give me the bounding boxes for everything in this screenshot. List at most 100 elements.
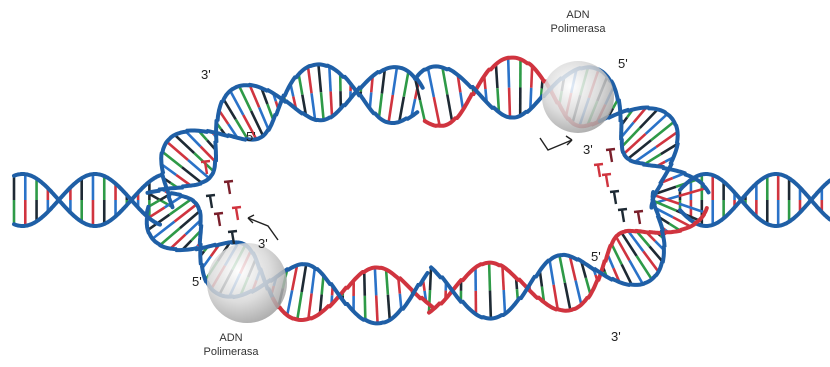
- label-top-left-3prime: 3': [201, 68, 211, 82]
- bottom-right-duplex-base-pair: [550, 260, 554, 284]
- synthesis-direction-arrow-top: [540, 136, 572, 150]
- top-left-duplex-base-pair: [318, 64, 321, 92]
- label-top-left-5prime: 5': [246, 130, 256, 144]
- bottom-left-duplex-base-pair: [388, 295, 390, 320]
- free-nucleotide: [218, 214, 220, 226]
- top-right-duplex-base-pair: [428, 68, 434, 97]
- top-left-duplex-base-pair: [239, 86, 251, 111]
- bottom-left-duplex-base-pair: [365, 296, 366, 320]
- free-nucleotide: [598, 165, 600, 177]
- label-top-right-5prime: 5': [618, 57, 628, 71]
- top-left-duplex-base-pair: [312, 93, 316, 119]
- polymerase-bottom-label-line2: Polimerasa: [186, 345, 276, 359]
- free-nucleotide: [610, 150, 612, 162]
- free-nucleotide: [224, 181, 233, 182]
- free-nucleotide: [232, 207, 241, 208]
- bottom-right-duplex-base-pair: [554, 285, 558, 309]
- free-nucleotide: [614, 192, 616, 204]
- top-right-duplex-base-pair: [509, 88, 510, 118]
- bottom-left-duplex-base-pair: [170, 234, 185, 248]
- label-bottom-right-5prime: 5': [591, 250, 601, 264]
- top-left-duplex-base-pair: [299, 74, 303, 94]
- bottom-right-duplex-strand: [431, 192, 665, 319]
- bottom-left-duplex-base-pair: [376, 295, 377, 323]
- dna-polymerase-bottom: [207, 243, 287, 323]
- bottom-right-duplex-base-pair: [502, 266, 503, 290]
- bottom-right-duplex-base-pair: [490, 291, 491, 319]
- top-right-duplex-base-pair: [624, 134, 646, 154]
- top-left-duplex-base-pair: [224, 99, 236, 119]
- top-left-duplex-base-pair: [393, 67, 397, 95]
- free-nucleotide: [228, 231, 237, 232]
- bottom-left-duplex-base-pair: [297, 292, 301, 320]
- bottom-left-duplex-base-pair: [364, 272, 365, 296]
- polymerase-top-label-line1: ADN: [545, 8, 611, 22]
- free-nucleotide: [622, 210, 624, 222]
- top-left-duplex-base-pair: [389, 95, 393, 123]
- bottom-right-duplex-base-pair: [429, 290, 430, 313]
- free-nucleotide: [206, 195, 215, 196]
- top-right-duplex-base-pair: [442, 67, 447, 94]
- top-left-duplex-base-pair: [321, 92, 324, 120]
- free-nucleotide: [606, 149, 615, 150]
- dna-polymerase-top: [542, 61, 614, 133]
- top-left-duplex-base-pair: [201, 147, 216, 162]
- bottom-left-duplex-base-pair: [175, 204, 197, 221]
- polymerase-top-label-line2: Polimerasa: [545, 22, 611, 36]
- polymerase-top-label: ADN Polimerasa: [545, 8, 611, 36]
- free-nucleotide: [634, 211, 643, 212]
- free-nucleotide: [618, 209, 627, 210]
- free-nucleotide: [594, 164, 603, 165]
- bottom-left-duplex-base-pair: [308, 293, 311, 318]
- polymerase-bottom-label-line1: ADN: [186, 331, 276, 345]
- top-left-duplex-base-pair: [186, 132, 201, 147]
- top-left-duplex-base-pair: [163, 152, 182, 167]
- label-bottom-left-3prime: 3': [258, 237, 268, 251]
- top-right-duplex-base-pair: [447, 94, 452, 121]
- free-nucleotide: [214, 213, 223, 214]
- top-left-duplex-base-pair: [308, 67, 312, 93]
- top-right-duplex-base-pair: [531, 66, 532, 88]
- top-right-duplex-base-pair: [420, 100, 425, 121]
- bottom-right-duplex-base-pair: [650, 246, 663, 261]
- label-bottom-left-5prime: 5': [192, 275, 202, 289]
- top-left-duplex-base-pair: [329, 66, 330, 91]
- bottom-left-duplex-base-pair: [312, 268, 315, 293]
- dna-backbones: [14, 58, 830, 324]
- free-nucleotide: [228, 182, 230, 194]
- bottom-right-duplex-base-pair: [559, 255, 564, 282]
- bottom-right-duplex-base-pair: [612, 244, 622, 264]
- free-nucleotide: [236, 208, 238, 220]
- free-nucleotide: [210, 196, 212, 208]
- polymerase-bottom-label: ADN Polimerasa: [186, 331, 276, 359]
- free-nucleotide: [610, 191, 619, 192]
- bottom-left-duplex-base-pair: [375, 268, 376, 296]
- free-nucleotide: [606, 175, 608, 187]
- top-right-duplex-base-pair: [508, 58, 509, 88]
- top-left-duplex-base-pair: [259, 107, 269, 130]
- free-nucleotide: [201, 161, 210, 162]
- bottom-right-duplex-base-pair: [430, 267, 431, 290]
- bottom-left-duplex-base-pair: [287, 290, 292, 315]
- top-right-duplex-base-pair: [434, 97, 440, 126]
- top-left-duplex-base-pair: [379, 93, 382, 117]
- free-nucleotide: [638, 212, 640, 224]
- top-right-duplex-base-pair: [628, 140, 651, 158]
- bottom-left-duplex-base-pair: [398, 279, 399, 294]
- top-left-duplex-base-pair: [404, 72, 409, 97]
- bottom-left-duplex-base-pair: [302, 264, 306, 292]
- top-right-duplex-base-pair: [496, 64, 498, 88]
- bottom-right-duplex-base-pair: [565, 283, 570, 310]
- top-left-duplex-base-pair: [382, 69, 385, 93]
- bottom-left-duplex-base-pair: [386, 270, 388, 295]
- free-nucleotides: [201, 149, 643, 244]
- bottom-right-duplex-base-pair: [576, 280, 582, 304]
- label-top-right-3prime: 3': [583, 143, 593, 157]
- bottom-left-duplex-base-pair: [400, 294, 401, 309]
- free-nucleotide: [602, 174, 611, 175]
- top-left-duplex-base-pair: [331, 91, 332, 116]
- bottom-right-duplex-base-pair: [489, 263, 490, 291]
- bottom-right-duplex-base-pair: [504, 290, 505, 314]
- top-right-duplex-base-pair: [622, 128, 640, 147]
